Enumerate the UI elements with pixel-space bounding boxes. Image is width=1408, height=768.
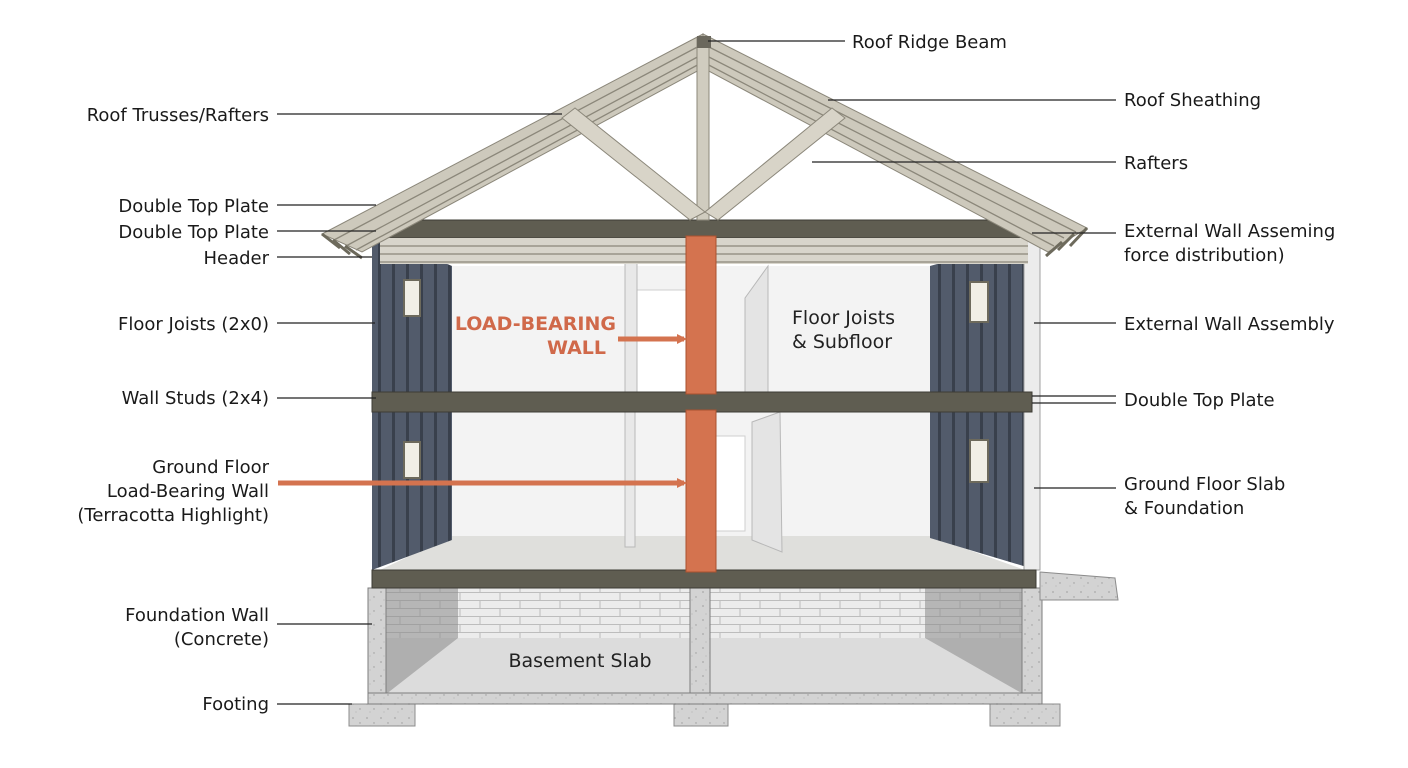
label-header: Header: [203, 248, 269, 269]
label-roof-ridge-beam: Roof Ridge Beam: [852, 32, 1007, 53]
load-bearing-label-2: WALL: [547, 337, 606, 359]
window-upper-left: [403, 279, 421, 317]
label-external-wall-assembly: External Wall Assembly: [1124, 314, 1335, 335]
basement-right-wall: [925, 588, 1025, 695]
truss-web-right: [704, 107, 846, 221]
foundation-wall-left: [367, 587, 387, 697]
label-external-wall-assembling-1: External Wall Asseming: [1124, 221, 1335, 242]
eave-left: [321, 232, 363, 260]
label-floor-joists: Floor Joists (2x0): [118, 314, 269, 335]
ground-partition-left: [624, 411, 636, 548]
label-footing: Footing: [202, 694, 269, 715]
label-ground-floor-wall-2: Load-Bearing Wall: [107, 481, 269, 502]
footings: [348, 703, 1061, 727]
ridge-beam: [697, 36, 711, 48]
floor-joists-subfloor-label-2: & Subfloor: [792, 331, 892, 353]
ground-doorway: [714, 435, 746, 532]
label-external-wall-assembling-2: force distribution): [1124, 245, 1285, 266]
label-foundation-wall-1: Foundation Wall: [125, 605, 269, 626]
label-double-top-plate-2: Double Top Plate: [118, 222, 269, 243]
footing-right: [989, 703, 1061, 727]
top-plate-beam: [371, 219, 1033, 239]
ground-left-wall-panel: [372, 412, 452, 570]
label-foundation-wall-2: (Concrete): [174, 629, 269, 650]
right-callouts: Roof Ridge Beam Roof Sheathing Rafters E…: [708, 32, 1335, 519]
foundation-wall-right: [1021, 587, 1043, 697]
footing-center: [673, 703, 729, 727]
load-bearing-wall: [278, 235, 717, 573]
load-bearing-wall-upper: [685, 235, 717, 395]
eave-right: [1045, 226, 1089, 258]
label-roof-trusses: Roof Trusses/Rafters: [87, 105, 269, 126]
foundation-center-column: [689, 587, 711, 695]
window-upper-right: [969, 281, 989, 323]
basement: [367, 571, 1119, 705]
upper-partition-left: [624, 251, 638, 393]
mid-floor-beam: [371, 391, 1033, 413]
basement-left-wall: [385, 588, 458, 695]
ground-partition-right: [751, 411, 783, 553]
window-ground-right: [969, 439, 989, 483]
label-rafters: Rafters: [1124, 153, 1188, 174]
inner-labels: LOAD-BEARING WALL Floor Joists & Subfloo…: [455, 307, 895, 672]
gable-opening-left: [592, 194, 628, 214]
label-double-top-plate-right: Double Top Plate: [1124, 390, 1275, 411]
ground-sill-beam: [371, 569, 1037, 589]
roof-right-plane: [702, 33, 1089, 253]
footing-left: [348, 703, 416, 727]
roof: [320, 33, 1089, 264]
label-roof-sheathing: Roof Sheathing: [1124, 90, 1261, 111]
load-bearing-wall-lower: [685, 409, 717, 573]
floor-joists-subfloor-label-1: Floor Joists: [792, 307, 895, 329]
left-callouts: Roof Trusses/Rafters Double Top Plate Do…: [77, 105, 562, 715]
label-ground-floor-slab-1: Ground Floor Slab: [1124, 474, 1285, 495]
load-bearing-label-1: LOAD-BEARING: [455, 313, 616, 335]
label-wall-studs: Wall Studs (2x4): [122, 388, 269, 409]
label-ground-floor-slab-2: & Foundation: [1124, 498, 1244, 519]
label-ground-floor-wall-1: Ground Floor: [152, 457, 269, 478]
ground-right-wall-panel: [930, 412, 1030, 568]
rafter-lines: [333, 43, 1077, 251]
gable-opening-right: [760, 194, 795, 214]
basement-slab-label: Basement Slab: [508, 650, 651, 672]
window-ground-left: [403, 441, 421, 479]
basement-slab-edge: [367, 692, 1043, 705]
exterior-porch-slab: [1039, 571, 1119, 601]
label-double-top-plate-1: Double Top Plate: [118, 196, 269, 217]
roof-left-plane: [320, 33, 704, 253]
label-ground-floor-wall-3: (Terracotta Highlight): [77, 505, 269, 526]
king-post: [696, 37, 710, 221]
